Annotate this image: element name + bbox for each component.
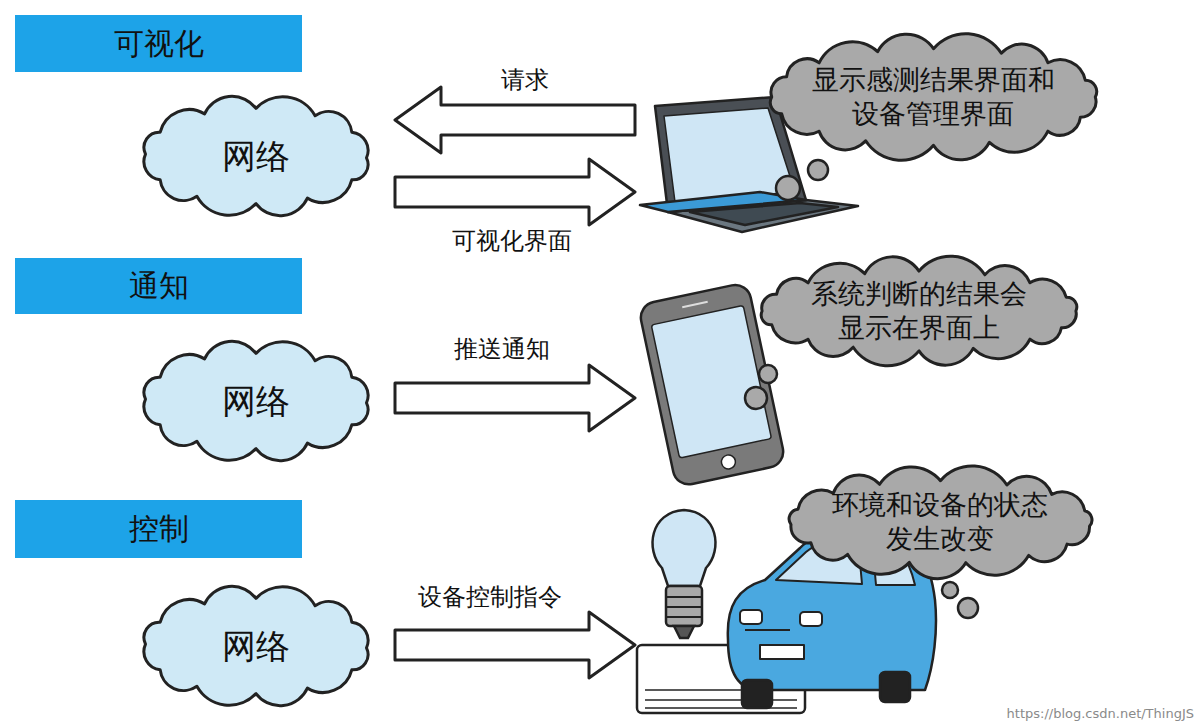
section-band: 通知	[15, 258, 302, 314]
phone-speaker	[682, 302, 707, 307]
thought-bubble: 环境和设备的状态 发生改变	[773, 463, 1108, 581]
cloud-shape	[144, 96, 368, 215]
arrow-label: 推送通知	[454, 335, 550, 364]
band-fill	[15, 15, 302, 72]
network-cloud: 网络	[125, 333, 387, 469]
bulb-thread	[666, 596, 702, 598]
bubble-tail-dot	[745, 387, 767, 409]
block-arrow	[395, 612, 635, 678]
bulb-thread	[666, 616, 702, 618]
bubble-shape	[789, 466, 1092, 579]
bubble-tail-dot	[958, 598, 978, 618]
car-headlight	[740, 610, 762, 624]
ac-vent	[645, 699, 797, 701]
car-plate	[760, 645, 804, 659]
bulb-tip	[674, 626, 694, 638]
network-label: 网络	[222, 135, 290, 178]
thought-bubble: 显示感测结果界面和 设备管理界面	[751, 28, 1116, 166]
network-label: 网络	[222, 625, 290, 668]
bubble-tail-dot	[759, 365, 777, 383]
bubble-tail-dot	[808, 160, 828, 180]
bulb-base	[666, 586, 702, 626]
light-bulb-icon	[653, 510, 716, 638]
bubble-shape	[761, 256, 1077, 366]
car-wheel	[742, 680, 772, 708]
network-cloud: 网络	[125, 88, 387, 224]
node-outline	[745, 254, 1093, 368]
block-arrow	[395, 365, 635, 431]
node-outline	[751, 28, 1116, 166]
watermark: https://blog.csdn.net/ThingJS	[1007, 706, 1194, 722]
phone-screen	[651, 305, 771, 458]
thought-bubble: 系统判断的结果会 显示在界面上	[745, 254, 1093, 368]
ac-vent	[645, 707, 797, 709]
cloud-shape	[144, 341, 368, 460]
bubble-tail-dot	[776, 176, 800, 200]
network-label: 网络	[222, 380, 290, 423]
bubble-text: 显示感测结果界面和 设备管理界面	[796, 63, 1071, 131]
band-fill	[15, 258, 302, 314]
bulb-glass	[653, 510, 716, 586]
bubble-text: 环境和设备的状态 发生改变	[818, 488, 1063, 556]
arrow-label: 请求	[501, 66, 549, 95]
bubble-shape	[770, 34, 1096, 161]
cloud-shape	[144, 586, 368, 705]
node-outline	[773, 463, 1108, 581]
bulb-thread	[666, 606, 702, 608]
section-title: 可视化	[114, 25, 204, 63]
car-headlight	[800, 612, 822, 626]
arrow-label: 可视化界面	[452, 227, 572, 256]
car-hood-line	[745, 629, 790, 631]
band-fill	[15, 500, 302, 558]
bubble-text: 系统判断的结果会 显示在界面上	[797, 277, 1042, 345]
section-title: 通知	[129, 267, 189, 305]
block-arrow	[395, 87, 635, 153]
car-wheel	[880, 672, 910, 702]
block-arrow	[395, 159, 635, 225]
arrow-label: 设备控制指令	[418, 583, 562, 612]
section-band: 可视化	[15, 15, 302, 72]
network-cloud: 网络	[125, 578, 387, 714]
bubble-tail-dot	[942, 582, 958, 598]
section-band: 控制	[15, 500, 302, 558]
section-title: 控制	[129, 510, 189, 548]
phone-button	[720, 454, 737, 471]
arrows	[395, 87, 635, 678]
